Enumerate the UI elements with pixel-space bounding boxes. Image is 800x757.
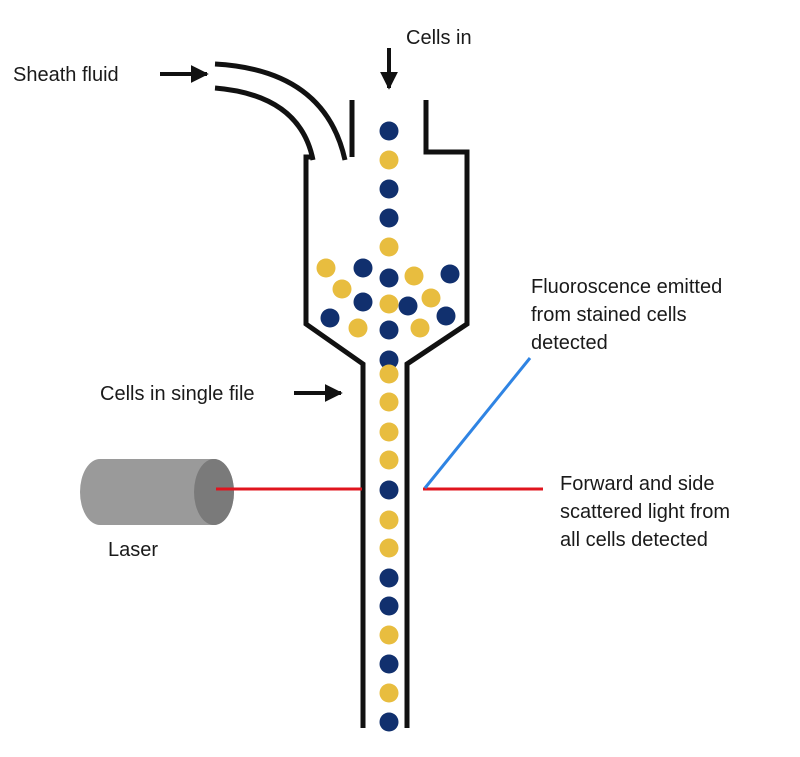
yellow-cell — [379, 683, 399, 703]
yellow-cell — [379, 364, 399, 384]
navy-cell — [379, 208, 399, 228]
yellow-cell — [379, 422, 399, 442]
navy-cell — [379, 596, 399, 616]
navy-cell — [379, 712, 399, 732]
navy-cell — [379, 480, 399, 500]
yellow-cell — [410, 318, 430, 338]
navy-cell — [353, 292, 373, 312]
fluorescence-label-line: detected — [531, 332, 608, 354]
sheath-fluid-label: Sheath fluid — [13, 64, 119, 86]
scatter-label: Forward and side scattered light from al… — [560, 470, 730, 554]
laser-label: Laser — [108, 539, 159, 561]
navy-cell — [353, 258, 373, 278]
yellow-cell — [332, 279, 352, 299]
yellow-cell — [379, 294, 399, 314]
cells-in-label: Cells in — [406, 27, 472, 49]
navy-cell — [320, 308, 340, 328]
laser-icon — [80, 459, 234, 525]
yellow-cell — [379, 237, 399, 257]
scatter-label-line: scattered light from — [560, 501, 731, 523]
scatter-label-line: Forward and side — [560, 473, 715, 495]
yellow-cell — [316, 258, 336, 278]
flow-chamber-outline — [303, 100, 470, 728]
navy-cell — [379, 179, 399, 199]
scatter-label-line: all cells detected — [560, 529, 708, 551]
navy-cell — [379, 268, 399, 288]
fluorescence-label-line: from stained cells — [531, 304, 687, 326]
yellow-cell — [379, 510, 399, 530]
navy-cell — [379, 568, 399, 588]
navy-cell — [379, 320, 399, 340]
navy-cell — [379, 121, 399, 141]
yellow-cell — [379, 538, 399, 558]
cells-group — [316, 121, 460, 732]
yellow-cell — [379, 625, 399, 645]
yellow-cell — [421, 288, 441, 308]
fluorescence-label-line: Fluoroscence emitted — [531, 276, 723, 298]
navy-cell — [379, 350, 399, 370]
navy-cell — [436, 306, 456, 326]
yellow-cell — [348, 318, 368, 338]
fluorescence-beam — [423, 357, 532, 489]
fluorescence-label: Fluoroscence emitted from stained cells … — [531, 273, 722, 357]
yellow-cell — [379, 450, 399, 470]
navy-cell — [398, 296, 418, 316]
single-file-label: Cells in single file — [100, 383, 255, 405]
yellow-cell — [404, 266, 424, 286]
navy-cell — [379, 654, 399, 674]
yellow-cell — [379, 392, 399, 412]
sheath-inlet-tube — [214, 61, 348, 161]
navy-cell — [440, 264, 460, 284]
yellow-cell — [379, 150, 399, 170]
